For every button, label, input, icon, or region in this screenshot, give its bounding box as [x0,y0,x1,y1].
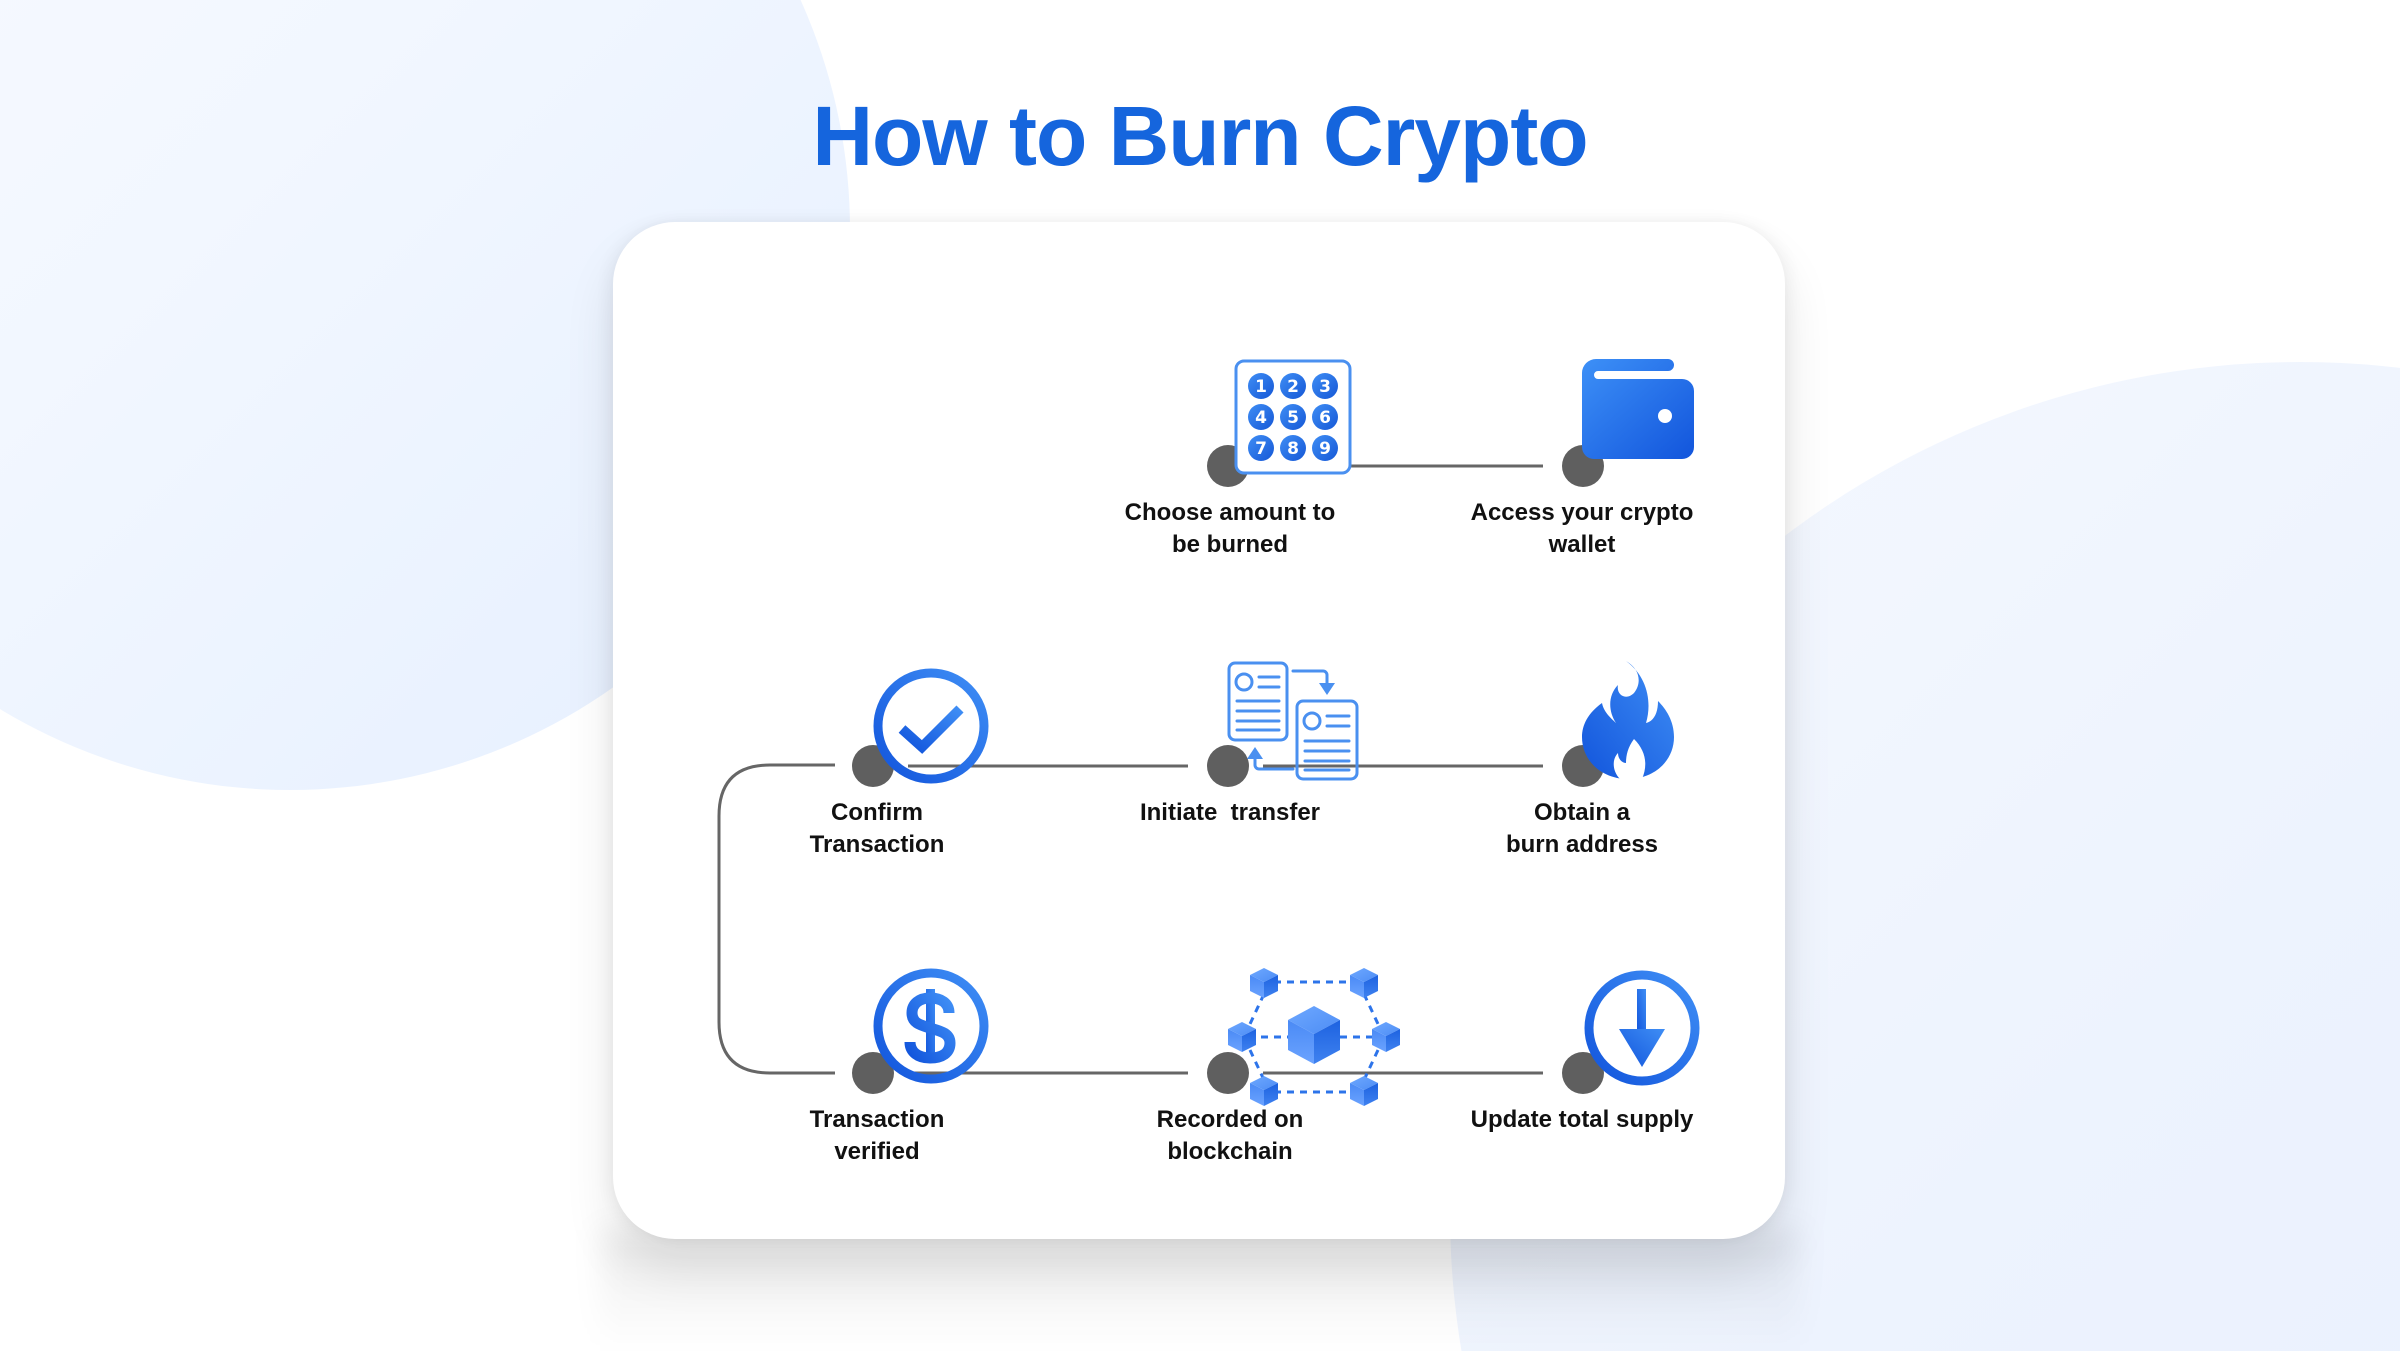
process-card [613,222,1785,1239]
page-title: How to Burn Crypto [812,89,1588,183]
card-floor-shadow [600,1230,1800,1351]
